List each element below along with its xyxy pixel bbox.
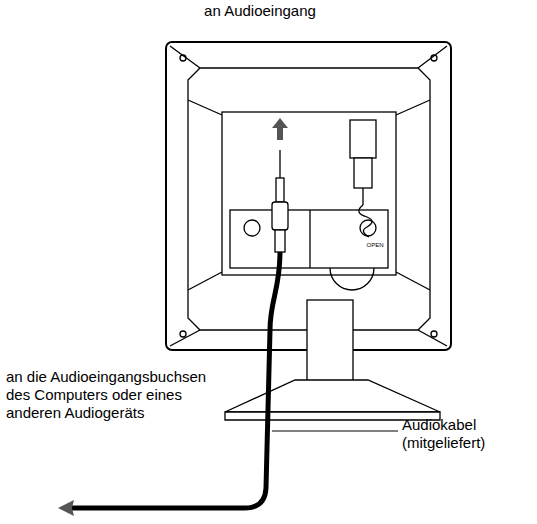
part-label: Audiokabel (mitgeliefert) — [402, 416, 530, 452]
connection-label: an die Audioeingangsbuchsen des Computer… — [6, 368, 211, 422]
panel-marking: OPEN — [360, 242, 390, 249]
connection-label: an Audioeingang — [150, 2, 370, 20]
